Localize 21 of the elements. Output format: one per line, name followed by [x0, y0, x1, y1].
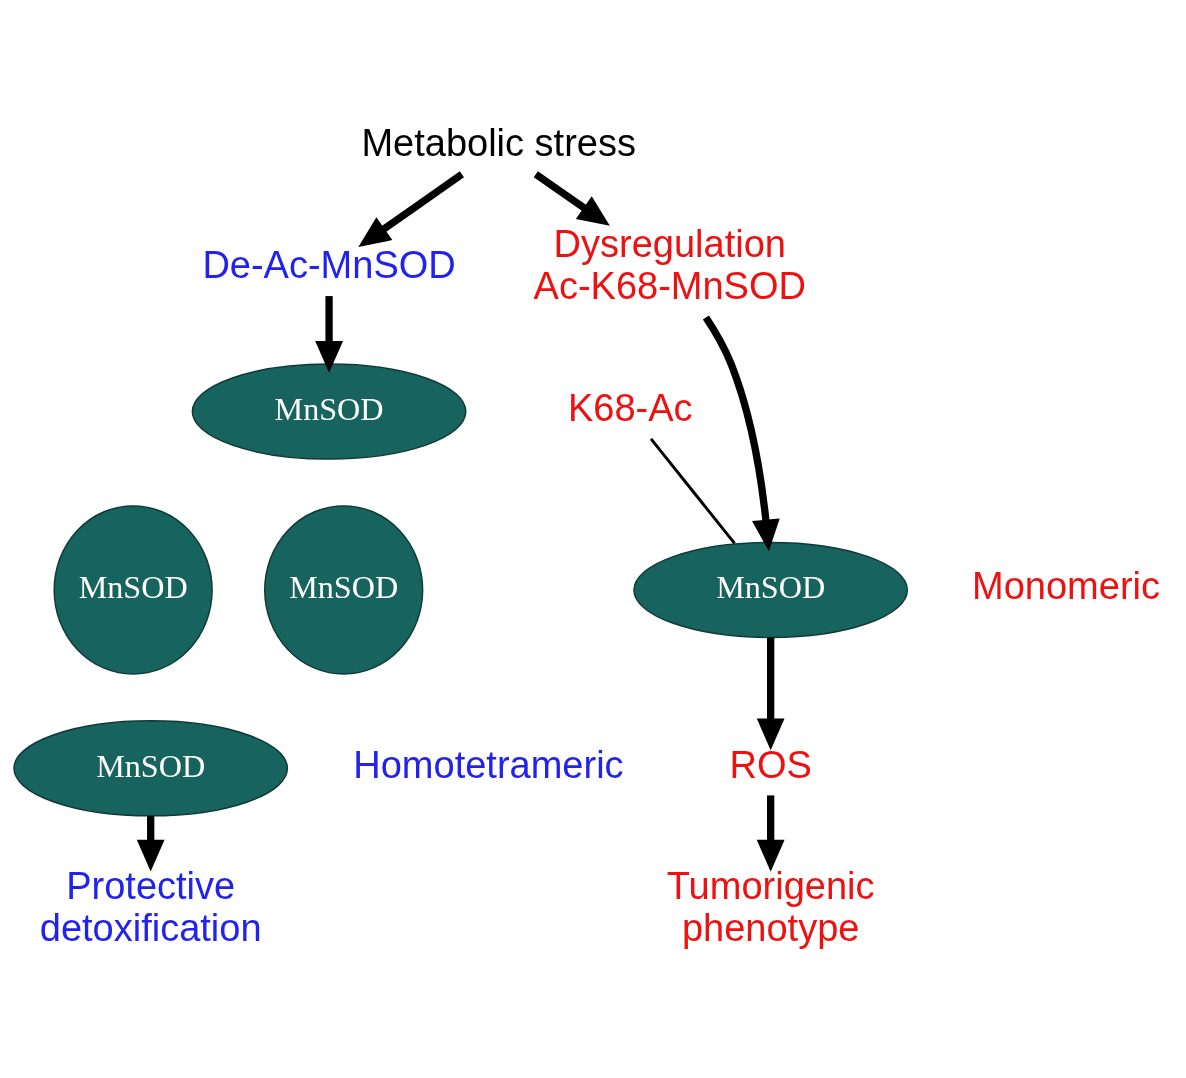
- arrow: [136, 815, 165, 872]
- arrow: [756, 794, 785, 872]
- node-label: Homotetrameric: [353, 743, 624, 786]
- node-circle: MnSOD: [264, 504, 424, 675]
- node-text: De-Ac-MnSOD: [202, 243, 456, 286]
- node-text: Metabolic stress: [361, 121, 636, 164]
- node-ellipse: MnSOD: [13, 719, 289, 817]
- node-label: Monomeric: [972, 564, 1160, 607]
- node-circle: MnSOD: [53, 504, 213, 675]
- arrow: [756, 637, 785, 750]
- arrow: [702, 314, 780, 551]
- node-text: Tumorigenic phenotype: [666, 864, 875, 949]
- connector: [649, 437, 736, 544]
- arrow: [533, 170, 610, 226]
- node-text: Protective detoxification: [39, 864, 262, 949]
- node-text: Dysregulation Ac-K68-MnSOD: [533, 222, 806, 307]
- node-ellipse: MnSOD: [633, 541, 909, 638]
- node-text: ROS: [729, 743, 812, 786]
- node-ellipse: MnSOD: [191, 362, 467, 460]
- arrow: [358, 170, 464, 247]
- node-text: K68-Ac: [567, 386, 693, 429]
